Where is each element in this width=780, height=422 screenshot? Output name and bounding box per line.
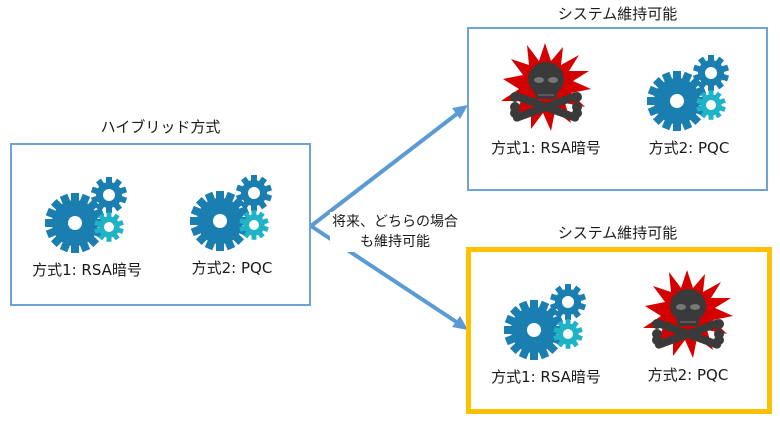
arrow-to-top-scenario	[309, 111, 460, 228]
scenario-top-method-2: 方式2: PQC	[624, 53, 754, 158]
gears-icon	[182, 173, 282, 253]
scenario-top-method-1: 方式1: RSA暗号	[481, 43, 611, 158]
scenario-top-box: 方式1: RSA暗号 方式2: PQC	[467, 27, 768, 191]
hybrid-box: 方式1: RSA暗号 方式2: PQC	[10, 143, 311, 306]
method-label: 方式1: RSA暗号	[491, 139, 601, 157]
gears-icon	[496, 282, 596, 362]
method-label: 方式2: PQC	[191, 259, 273, 277]
caption-line-2: も維持可能	[360, 234, 430, 250]
caption-line-1: 将来、どちらの場合	[332, 214, 458, 230]
method-label: 方式1: RSA暗号	[491, 368, 601, 386]
method-label: 方式2: PQC	[647, 366, 729, 384]
scenario-bottom-method-2: 方式2: PQC	[623, 270, 753, 385]
arrowhead-bottom	[452, 316, 468, 330]
method-label: 方式2: PQC	[648, 139, 730, 157]
hybrid-method-2: 方式2: PQC	[167, 173, 297, 278]
gears-icon	[37, 175, 137, 255]
arrow-caption: 将来、どちらの場合 も維持可能	[330, 212, 460, 252]
scenario-top-title: システム維持可能	[557, 5, 678, 23]
gears-icon	[639, 53, 739, 133]
hybrid-method-1: 方式1: RSA暗号	[22, 175, 152, 280]
hybrid-title: ハイブリッド方式	[100, 118, 221, 136]
arrowhead-top	[452, 105, 468, 119]
method-label: 方式1: RSA暗号	[32, 261, 142, 279]
scenario-bottom-title: システム維持可能	[557, 224, 678, 242]
scenario-bottom-box: 方式1: RSA暗号 方式2: PQC	[466, 247, 772, 414]
scenario-bottom-method-1: 方式1: RSA暗号	[481, 282, 611, 387]
skull-crossbones-icon	[643, 270, 733, 359]
skull-crossbones-icon	[501, 43, 591, 132]
